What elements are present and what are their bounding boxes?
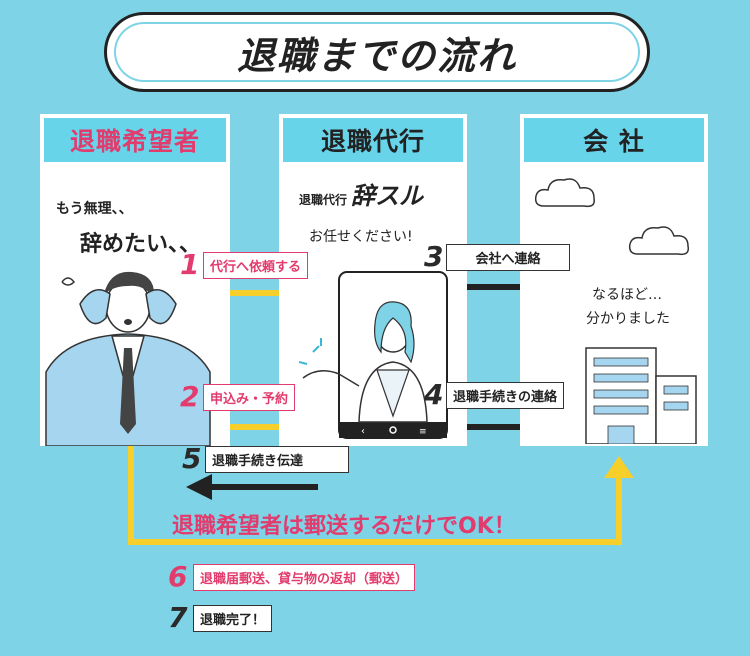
mail-route-line [128, 446, 622, 545]
step-3-label: 会社へ連絡 [446, 244, 570, 271]
cloud-icon [534, 178, 596, 208]
applicant-thought-1: もう無理、、 [56, 201, 133, 217]
step-4-label: 退職手続きの連絡 [446, 382, 565, 409]
arrow-step-5-head [186, 474, 212, 500]
step-5-label: 退職手続き伝達 [205, 446, 349, 473]
step-5-number: 5 [182, 442, 202, 475]
panel-agency-title: 退職代行 [283, 118, 463, 162]
phone-menu-icon: ≡ [419, 427, 427, 437]
mail-route-arrowhead [604, 456, 634, 478]
step-6-number: 6 [168, 560, 188, 593]
brand-name: 辞スル [351, 182, 424, 210]
panel-agency: 退職代行 退職代行 辞スル お任せください! ‹ ≡ [279, 114, 467, 446]
applicant-thought-2: 辞めたい、、 [80, 232, 202, 257]
step-2-label: 申込み・予約 [203, 384, 296, 411]
mail-only-message: 退職希望者は郵送するだけでOK！ [172, 514, 516, 539]
panel-applicant-title: 退職希望者 [44, 118, 226, 162]
office-building-illustration [585, 347, 697, 444]
step-2-number: 2 [180, 380, 200, 413]
panel-company-title: 会 社 [524, 118, 704, 162]
page-title: 退職までの流れ [104, 12, 650, 92]
step-1-label: 代行へ依頼する [203, 252, 309, 279]
cloud-icon [628, 226, 690, 256]
company-speech-1: なるほど… [592, 287, 662, 303]
step-7-label: 退職完了！ [193, 605, 273, 632]
phone-operator-illustration: ‹ ≡ [299, 271, 448, 439]
phone-back-icon: ‹ [361, 426, 365, 437]
agency-speech: お任せください! [309, 229, 413, 245]
brand-prefix: 退職代行 [299, 193, 348, 207]
step-3-number: 3 [424, 240, 444, 273]
step-4-number: 4 [424, 378, 444, 411]
company-speech-2: 分かりました [586, 311, 670, 327]
panel-applicant: 退職希望者 もう無理、、 辞めたい、、 [40, 114, 230, 446]
phone-home-icon [389, 426, 397, 434]
step-6-label: 退職届郵送、貸与物の返却（郵送） [193, 564, 416, 591]
step-1-number: 1 [180, 248, 200, 281]
step-7-number: 7 [168, 601, 188, 634]
stressed-man-illustration [45, 271, 211, 446]
agency-brand-logo: 退職代行 辞スル [299, 176, 423, 211]
